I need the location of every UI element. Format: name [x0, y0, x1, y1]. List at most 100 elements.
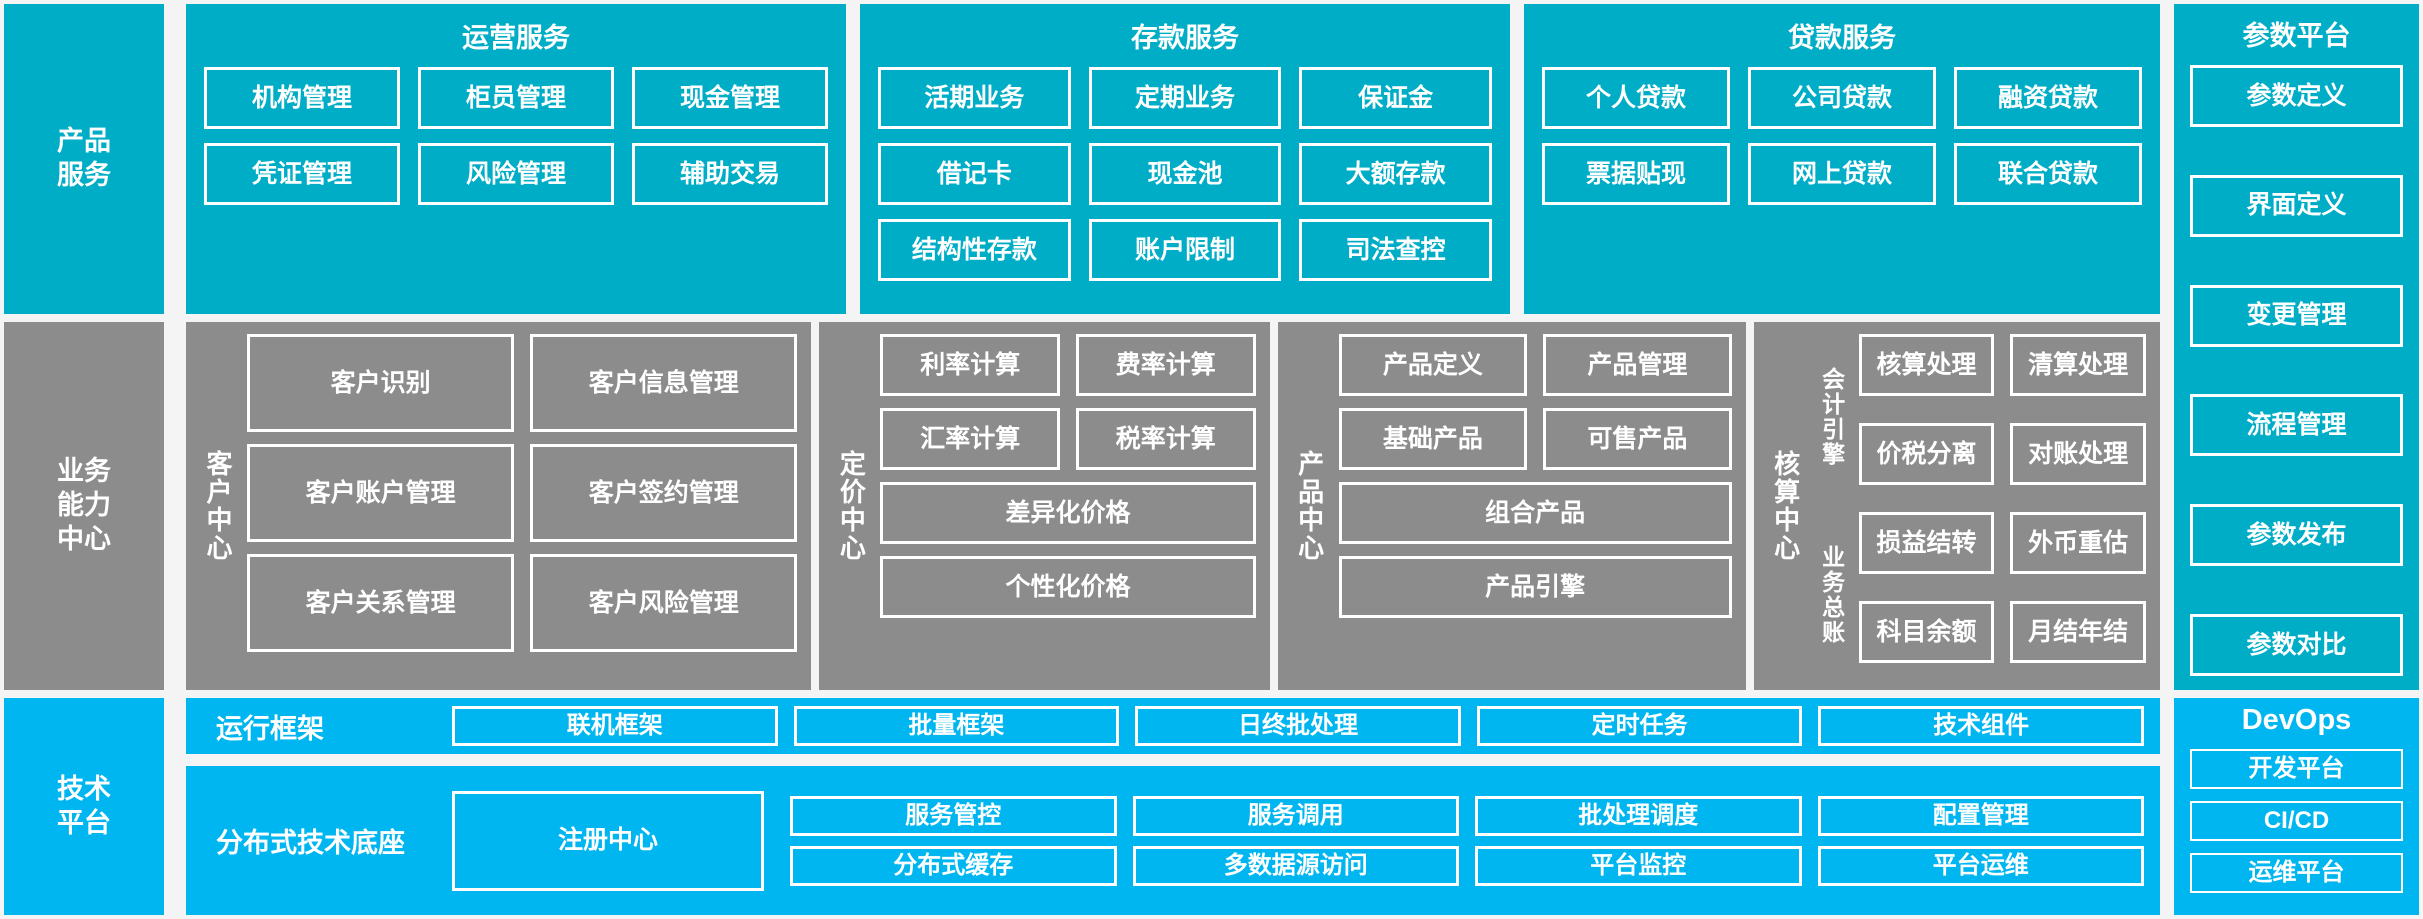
service-item[interactable]: 票据贴现	[1542, 143, 1730, 205]
service-item[interactable]: 辅助交易	[632, 143, 828, 205]
product-items-grid: 产品定义 产品管理 基础产品 可售产品	[1338, 334, 1732, 470]
tech-item[interactable]: 联机框架	[452, 706, 778, 746]
center-item-wide[interactable]: 差异化价格	[880, 482, 1256, 544]
center-item[interactable]: 价税分离	[1858, 423, 1995, 485]
center-panel-accounting: 核算中心 会计引擎 核算处理 清算处理 价税分离 对账处理 业务总账 损益结转 …	[1753, 322, 2160, 690]
customer-items-grid: 客户识别 客户信息管理 客户账户管理 客户签约管理 客户关系管理 客户风险管理	[247, 334, 798, 652]
center-item[interactable]: 客户关系管理	[247, 554, 515, 652]
panel-title-deposit: 存款服务	[1131, 23, 1239, 53]
service-item[interactable]: 融资贷款	[1954, 67, 2142, 129]
tech-item[interactable]: 多数据源访问	[1132, 845, 1459, 886]
center-item[interactable]: 税率计算	[1075, 408, 1256, 470]
service-panel-loan: 贷款服务 个人贷款 公司贷款 融资贷款 票据贴现 网上贷款 联合贷款	[1524, 4, 2160, 314]
service-item[interactable]: 定期业务	[1088, 67, 1282, 129]
tech-item[interactable]: 配置管理	[1817, 795, 2144, 836]
devops-items: 开发平台 CI/CD 运维平台	[2190, 737, 2403, 905]
tech-item[interactable]: 分布式缓存	[790, 845, 1117, 886]
tech-item[interactable]: 平台监控	[1475, 845, 1802, 886]
center-item-wide[interactable]: 组合产品	[1338, 482, 1732, 544]
panel-title-operations: 运营服务	[462, 23, 570, 53]
center-item[interactable]: 对账处理	[2010, 423, 2146, 485]
center-item[interactable]: 基础产品	[1338, 408, 1528, 470]
service-item[interactable]: 凭证管理	[204, 143, 400, 205]
parameter-item[interactable]: 界面定义	[2190, 174, 2403, 237]
devops-item[interactable]: CI/CD	[2190, 801, 2403, 841]
accounting-subgroup-ledger: 业务总账 损益结转 外币重估 科目余额 月结年结	[1815, 512, 2146, 678]
service-item[interactable]: 网上贷款	[1748, 143, 1936, 205]
center-item-wide[interactable]: 个性化价格	[880, 556, 1256, 618]
parameter-item[interactable]: 参数发布	[2190, 504, 2403, 567]
center-item[interactable]: 核算处理	[1858, 334, 1995, 396]
service-item[interactable]: 现金管理	[632, 67, 828, 129]
row-label-technical-platform: 技术 平台	[4, 698, 164, 915]
center-item[interactable]: 费率计算	[1075, 334, 1256, 396]
registry-center-item[interactable]: 注册中心	[452, 790, 764, 891]
center-item[interactable]: 外币重估	[2010, 512, 2146, 574]
row-label-business-capability: 业务 能力 中心	[4, 322, 164, 690]
panel-title-devops: DevOps	[2241, 704, 2352, 736]
service-item[interactable]: 联合贷款	[1954, 143, 2142, 205]
panel-title-parameter-platform: 参数平台	[2242, 21, 2351, 51]
accounting-engine-items: 核算处理 清算处理 价税分离 对账处理	[1858, 334, 2146, 500]
center-item[interactable]: 可售产品	[1543, 408, 1732, 470]
accounting-subgroup-engine: 会计引擎 核算处理 清算处理 价税分离 对账处理	[1815, 334, 2146, 500]
service-item[interactable]: 风险管理	[418, 143, 614, 205]
center-item[interactable]: 月结年结	[2010, 601, 2146, 663]
service-item[interactable]: 机构管理	[204, 67, 400, 129]
service-item[interactable]: 保证金	[1299, 67, 1492, 129]
service-item[interactable]: 公司贷款	[1748, 67, 1936, 129]
pricing-center-body: 利率计算 费率计算 汇率计算 税率计算 差异化价格 个性化价格	[880, 334, 1256, 678]
center-panel-product: 产品中心 产品定义 产品管理 基础产品 可售产品 组合产品 产品引擎	[1277, 322, 1746, 690]
tech-item[interactable]: 日终批处理	[1135, 706, 1461, 746]
center-item[interactable]: 产品管理	[1543, 334, 1732, 396]
parameter-item[interactable]: 变更管理	[2190, 284, 2403, 347]
tech-item[interactable]: 服务调用	[1132, 795, 1459, 836]
parameter-platform-panel: 参数平台 参数定义 界面定义 变更管理 流程管理 参数发布 参数对比	[2174, 4, 2419, 690]
center-item[interactable]: 客户风险管理	[530, 554, 798, 652]
general-ledger-items: 损益结转 外币重估 科目余额 月结年结	[1858, 512, 2146, 678]
distributed-base-items: 服务管控 服务调用 批处理调度 配置管理 分布式缓存 多数据源访问 平台监控 平…	[790, 795, 2144, 886]
service-item[interactable]: 结构性存款	[878, 219, 1071, 281]
tech-item[interactable]: 批量框架	[793, 706, 1120, 746]
center-label-accounting: 核算中心	[1770, 450, 1801, 562]
tech-item[interactable]: 批处理调度	[1475, 795, 1802, 836]
service-item[interactable]: 个人贷款	[1542, 67, 1730, 129]
center-item[interactable]: 客户信息管理	[530, 334, 798, 432]
parameter-item[interactable]: 参数对比	[2190, 613, 2403, 676]
center-item[interactable]: 利率计算	[880, 334, 1060, 396]
center-item[interactable]: 客户签约管理	[530, 444, 798, 542]
center-item[interactable]: 损益结转	[1858, 512, 1995, 574]
parameter-item[interactable]: 流程管理	[2190, 394, 2403, 457]
tech-item[interactable]: 平台运维	[1817, 845, 2144, 886]
parameter-item[interactable]: 参数定义	[2190, 65, 2403, 127]
tech-item[interactable]: 定时任务	[1476, 706, 1803, 746]
service-item[interactable]: 现金池	[1088, 143, 1282, 205]
devops-item[interactable]: 运维平台	[2190, 853, 2403, 893]
service-item[interactable]: 司法查控	[1299, 219, 1492, 281]
service-item[interactable]: 账户限制	[1088, 219, 1282, 281]
product-center-body: 产品定义 产品管理 基础产品 可售产品 组合产品 产品引擎	[1338, 334, 1732, 678]
center-label-product: 产品中心	[1294, 450, 1325, 562]
panel-title-loan: 贷款服务	[1788, 23, 1896, 53]
runtime-framework-panel: 运行框架 联机框架 批量框架 日终批处理 定时任务 技术组件	[186, 698, 2160, 754]
registry-center-wrap: 注册中心	[452, 790, 764, 891]
center-item[interactable]: 产品定义	[1338, 334, 1528, 396]
center-item[interactable]: 客户识别	[247, 334, 515, 432]
tech-item[interactable]: 技术组件	[1818, 706, 2144, 746]
center-item[interactable]: 清算处理	[2010, 334, 2146, 396]
service-item[interactable]: 借记卡	[878, 143, 1071, 205]
tech-item[interactable]: 服务管控	[790, 795, 1117, 836]
center-item[interactable]: 客户账户管理	[247, 444, 515, 542]
center-item-wide[interactable]: 产品引擎	[1338, 556, 1732, 618]
center-label-customer: 客户中心	[203, 450, 233, 562]
parameter-platform-items: 参数定义 界面定义 变更管理 流程管理 参数发布 参数对比	[2190, 65, 2403, 676]
center-item[interactable]: 科目余额	[1858, 601, 1995, 663]
service-item[interactable]: 活期业务	[878, 67, 1071, 129]
row-label-product-services: 产品 服务	[4, 4, 164, 314]
center-item[interactable]: 汇率计算	[880, 408, 1060, 470]
devops-item[interactable]: 开发平台	[2190, 749, 2403, 789]
product-services-strip: 运营服务 机构管理 柜员管理 现金管理 凭证管理 风险管理 辅助交易 存款服务 …	[186, 4, 2160, 314]
service-item[interactable]: 柜员管理	[418, 67, 614, 129]
service-item[interactable]: 大额存款	[1299, 143, 1492, 205]
